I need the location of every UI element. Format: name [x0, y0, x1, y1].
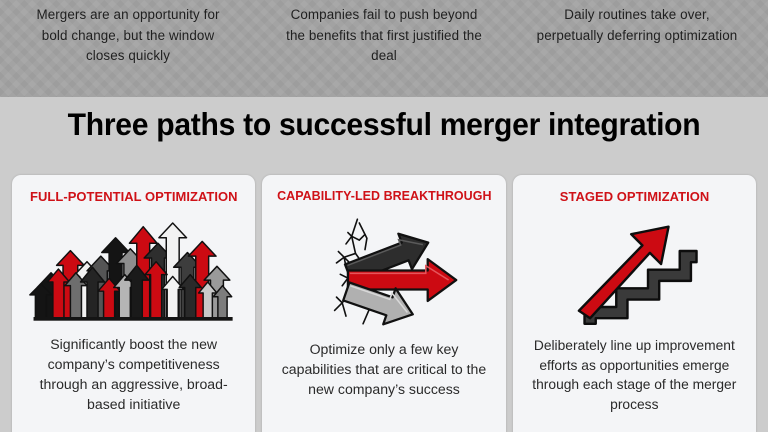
banner-statement-3: Daily routines take over, perpetually de…: [536, 7, 738, 43]
card-title: CAPABILITY-LED BREAKTHROUGH: [276, 189, 492, 203]
card-description: Optimize only a few key capabilities tha…: [281, 341, 487, 397]
card-capability-led-breakthrough[interactable]: CAPABILITY-LED BREAKTHROUGH: [262, 175, 506, 432]
page-title: Three paths to successful merger integra…: [67, 106, 701, 142]
card-title: FULL-POTENTIAL OPTIMIZATION: [29, 189, 238, 204]
card-title: STAGED OPTIMIZATION: [559, 189, 710, 204]
banner-statement-2: Companies fail to push beyond the benefi…: [286, 7, 482, 64]
arrow-over-stairs-icon: [521, 208, 748, 336]
many-rising-arrows-icon: [20, 206, 247, 334]
banner-statement-1: Mergers are an opportunity for bold chan…: [36, 7, 220, 64]
problem-banner: Mergers are an opportunity for bold chan…: [0, 0, 768, 97]
paths-card-row: FULL-POTENTIAL OPTIMIZATION: [12, 175, 756, 432]
card-staged-optimization[interactable]: STAGED OPTIMIZATION Deliberately line up…: [512, 175, 756, 432]
card-description: Significantly boost the new company’s co…: [39, 336, 228, 412]
card-description: Deliberately line up improvement efforts…: [532, 338, 737, 412]
arrows-through-cracked-wall-icon: [270, 207, 497, 335]
card-full-potential-optimization[interactable]: FULL-POTENTIAL OPTIMIZATION: [12, 175, 256, 432]
